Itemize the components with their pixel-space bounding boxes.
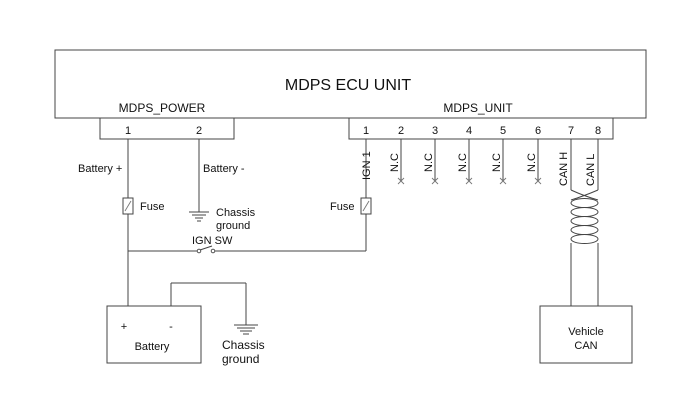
nc-pin-3: N.C	[423, 139, 439, 185]
unit-connector-label: MDPS_UNIT	[443, 101, 513, 115]
nc-label-3: N.C	[423, 153, 435, 172]
unit-pin-3: 3	[432, 125, 438, 137]
nc-label-5: N.C	[491, 153, 503, 172]
can-l-label: CAN L	[585, 154, 597, 186]
unit-connector	[348, 117, 614, 140]
unit-pin-6: 6	[535, 125, 541, 137]
vehicle-can-label-line1: Vehicle	[568, 326, 603, 338]
unit-pin-8: 8	[595, 125, 601, 137]
battery-minus-terminal: -	[169, 321, 173, 333]
can-twisted-pair	[570, 139, 599, 306]
battery-box: + - Battery	[106, 305, 202, 364]
ecu-unit-box: MDPS ECU UNIT	[54, 49, 647, 119]
chassis-ground-symbol-2	[234, 324, 258, 335]
chassis-ground-label-2-line1: Chassis	[222, 338, 265, 352]
nc-label-2: N.C	[389, 153, 401, 172]
battery-minus-wire	[189, 139, 209, 222]
battery-plus-terminal: +	[121, 321, 127, 333]
vehicle-can-box: Vehicle CAN	[539, 305, 633, 364]
vehicle-can-label-line2: CAN	[574, 340, 597, 352]
unit-pin-5: 5	[500, 125, 506, 137]
power-pin-1: 1	[125, 125, 131, 137]
fuse-label-1: Fuse	[140, 201, 164, 213]
power-pin-2: 2	[196, 125, 202, 137]
power-connector	[99, 117, 235, 140]
nc-pin-6: N.C	[526, 139, 542, 185]
nc-pin-2: N.C	[389, 139, 405, 185]
battery-label: Battery	[135, 341, 170, 353]
ign-switch	[196, 245, 216, 254]
ign1-label: IGN 1	[361, 151, 373, 180]
unit-pin-4: 4	[466, 125, 472, 137]
unit-pin-2: 2	[398, 125, 404, 137]
battery-minus-label: Battery -	[203, 163, 245, 175]
chassis-ground-label-2-line2: ground	[222, 352, 259, 366]
nc-label-6: N.C	[526, 153, 538, 172]
chassis-ground-symbol-1	[189, 211, 209, 222]
battery-ground-wire	[170, 282, 258, 335]
ign-switch-label: IGN SW	[192, 235, 233, 247]
nc-label-4: N.C	[457, 153, 469, 172]
battery-plus-wire	[122, 139, 134, 306]
ecu-title: MDPS ECU UNIT	[285, 77, 411, 94]
chassis-ground-label-1-line1: Chassis	[216, 207, 256, 219]
unit-pin-7: 7	[568, 125, 574, 137]
power-connector-label: MDPS_POWER	[119, 101, 206, 115]
nc-pin-5: N.C	[491, 139, 507, 185]
battery-plus-label: Battery +	[78, 163, 122, 175]
can-h-label: CAN H	[558, 152, 570, 186]
nc-pin-4: N.C	[457, 139, 473, 185]
unit-pin-1: 1	[363, 125, 369, 137]
fuse-label-2: Fuse	[330, 201, 354, 213]
chassis-ground-label-1-line2: ground	[216, 220, 250, 232]
ign1-wire	[128, 139, 372, 252]
